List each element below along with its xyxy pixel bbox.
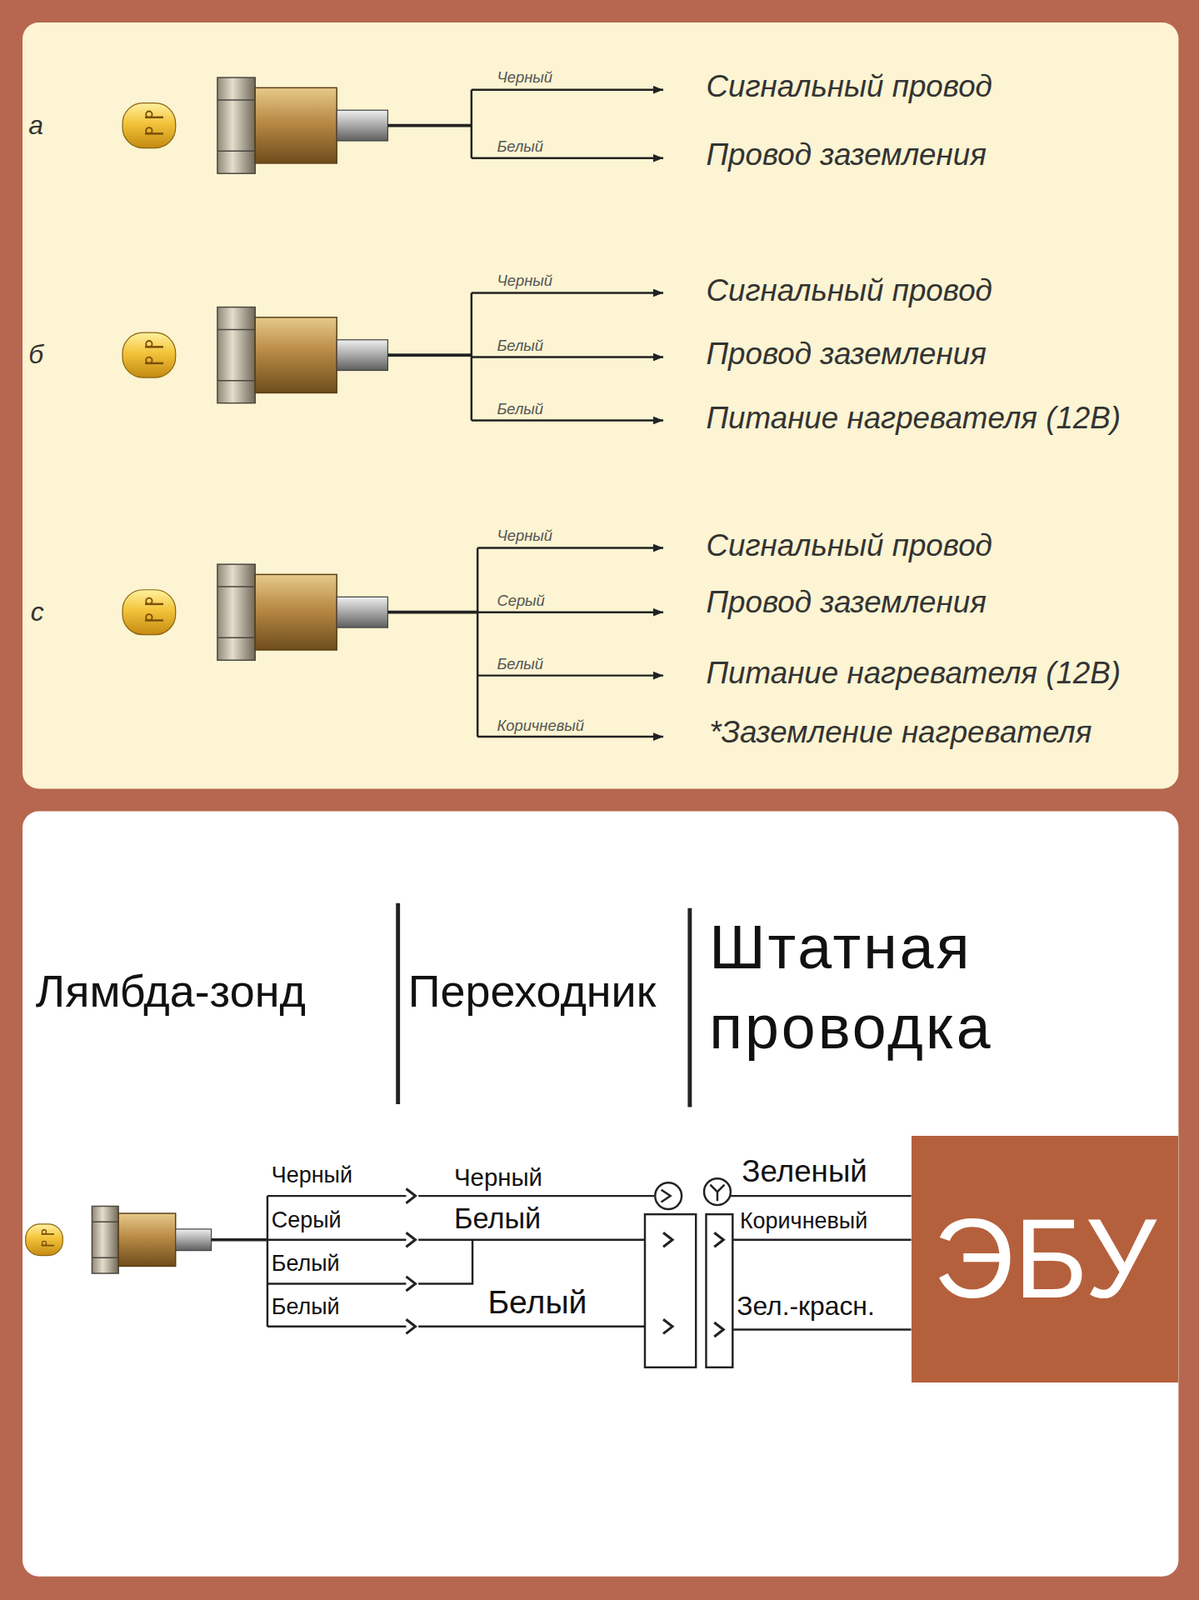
wire	[387, 353, 471, 357]
wire-arrow	[471, 419, 664, 421]
wire	[476, 548, 479, 738]
wire-color: Белый	[496, 400, 544, 418]
column-heading: Переходник	[408, 967, 656, 1017]
wire	[470, 89, 473, 159]
wire	[732, 1328, 911, 1330]
pin-mark	[709, 1184, 725, 1193]
pin-chevron	[405, 1232, 415, 1247]
wire	[418, 1194, 655, 1197]
bottom-panel	[22, 810, 1179, 1576]
column-separator	[687, 908, 692, 1108]
wire-function: Сигнальный провод	[705, 274, 992, 308]
wire	[267, 1282, 407, 1284]
wire-function: Провод заземления	[705, 584, 986, 619]
wire-color: Белый	[496, 337, 544, 355]
ecu-box: ЭБУ	[911, 1135, 1180, 1383]
wire-function: *Заземление нагревателя	[709, 715, 1092, 750]
wire-color: Белый	[496, 655, 544, 673]
wire-color: Белый	[271, 1294, 340, 1320]
top-panel	[22, 22, 1179, 790]
column-separator	[395, 903, 400, 1105]
lambda-sensor	[122, 564, 388, 660]
connector-block	[705, 1213, 733, 1368]
wire-color: Серый	[496, 592, 545, 610]
wire-function: Питание нагревателя (12В)	[705, 401, 1121, 435]
pin-chevron	[714, 1232, 724, 1247]
wire	[267, 1194, 407, 1197]
pin-chevron	[405, 1318, 415, 1334]
column-heading: Лямбда-зонд	[35, 967, 306, 1017]
lambda-sensor	[25, 1205, 212, 1274]
wire-color: Черный	[271, 1163, 353, 1189]
pin-chevron	[405, 1189, 415, 1204]
wire-arrow	[471, 157, 664, 160]
pin-chevron	[663, 1318, 673, 1334]
wire-color: Зел.-красн.	[736, 1291, 875, 1321]
wire-color: Белый	[454, 1203, 541, 1236]
wire-color: Белый	[487, 1283, 587, 1320]
wire	[418, 1325, 661, 1328]
sensor-letter: с	[30, 597, 45, 627]
wire-color: Коричневый	[496, 717, 585, 735]
wire-function: Сигнальный провод	[705, 529, 992, 563]
wire	[266, 1195, 269, 1327]
wire-color: Черный	[454, 1164, 543, 1191]
round-pin	[704, 1178, 731, 1205]
wire-arrow	[477, 674, 664, 676]
wire-color: Зеленый	[741, 1154, 867, 1189]
wire-function: Сигнальный провод	[705, 69, 992, 104]
wire-color: Серый	[271, 1208, 342, 1234]
column-heading: Штатная проводка	[709, 908, 1169, 1068]
wire	[387, 124, 471, 128]
lambda-sensor	[122, 307, 388, 404]
wire-function: Провод заземления	[705, 138, 986, 172]
ecu-label: ЭБУ	[933, 1203, 1157, 1316]
sensor-letter: б	[28, 340, 44, 370]
pin-chevron	[405, 1276, 415, 1291]
wire	[418, 1238, 661, 1241]
lambda-sensor	[122, 77, 388, 174]
wire-arrow	[471, 291, 664, 294]
wire	[418, 1239, 473, 1284]
wire-arrow	[471, 355, 664, 358]
wire	[730, 1194, 912, 1197]
wire-color: Черный	[496, 272, 553, 290]
wire-arrow	[477, 610, 664, 613]
connector-block	[644, 1213, 696, 1368]
pin-chevron	[661, 1189, 671, 1203]
wire	[211, 1238, 268, 1242]
wire-color: Коричневый	[739, 1208, 868, 1234]
wire-color: Черный	[496, 69, 553, 86]
wire	[267, 1325, 407, 1328]
wire-arrow	[477, 735, 664, 738]
wire-function: Питание нагревателя (12В)	[705, 656, 1121, 690]
pin-mark	[716, 1191, 719, 1201]
round-pin	[654, 1182, 682, 1209]
wire	[387, 610, 478, 615]
sensor-letter: а	[28, 110, 44, 140]
wire-arrow	[471, 89, 664, 91]
wire-color: Белый	[496, 138, 544, 155]
pin-chevron	[714, 1322, 724, 1337]
wire-arrow	[477, 546, 664, 549]
wire	[732, 1238, 911, 1241]
wire-color: Черный	[496, 527, 553, 545]
wire-color: Белый	[271, 1252, 340, 1278]
wire-function: Провод заземления	[705, 337, 986, 371]
wire	[267, 1238, 407, 1241]
pin-chevron	[663, 1232, 673, 1247]
